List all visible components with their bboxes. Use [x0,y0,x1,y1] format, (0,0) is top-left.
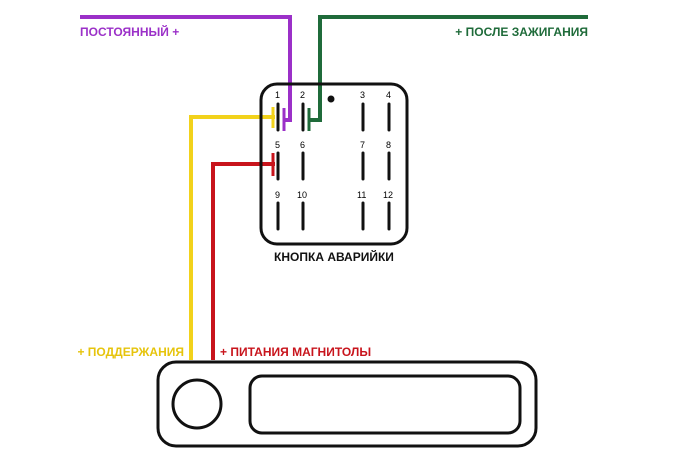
label-hazard-button: КНОПКА АВАРИЙКИ [274,249,394,264]
hazard-button-key-dot [327,95,335,103]
pin-label: 2 [300,90,305,100]
pin-label: 7 [360,140,365,150]
radio-head-unit [156,360,538,448]
pin-label: 4 [386,90,391,100]
pin-label: 12 [383,190,393,200]
wire-support-plus [189,115,275,360]
label-radio-power-plus: + ПИТАНИЯ МАГНИТОЛЫ [220,345,371,359]
pin-label: 5 [275,140,280,150]
pin-label: 6 [300,140,305,150]
pin-label: 1 [275,90,280,100]
pin-label: 9 [275,190,280,200]
pin-label: 10 [297,190,307,200]
hazard-button-body [259,82,409,246]
radio-display [248,374,522,435]
pin-label: 11 [357,190,366,200]
pin-label: 3 [360,90,365,100]
label-after-ignition: + ПОСЛЕ ЗАЖИГАНИЯ [455,25,588,39]
pin-label: 8 [386,140,391,150]
wire-constant-plus [80,15,292,122]
wire-radio-power [211,162,275,360]
radio-volume-knob [171,378,223,430]
pin-terminals [276,102,391,231]
label-support-plus: + ПОДДЕРЖАНИЯ [77,345,184,359]
label-constant-plus: ПОСТОЯННЫЙ + [80,24,179,39]
wire-after-ignition [308,15,588,122]
